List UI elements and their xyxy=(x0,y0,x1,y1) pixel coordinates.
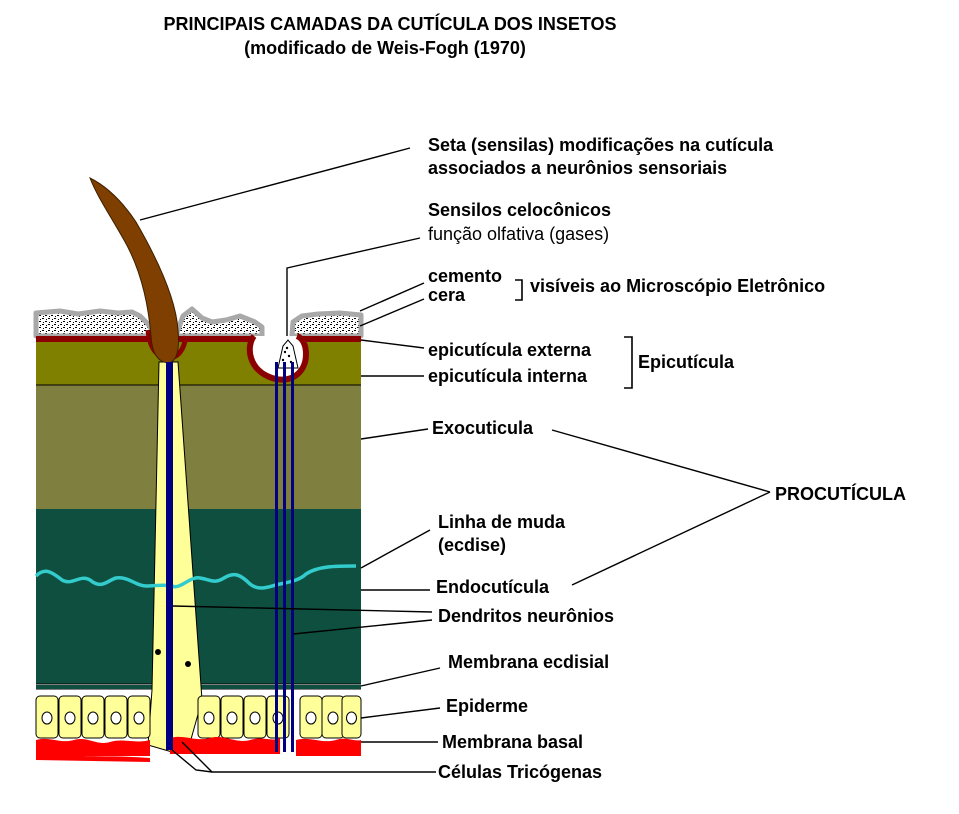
seta-dendrite xyxy=(166,362,173,750)
label-sensilos-desc: função olfativa (gases) xyxy=(428,224,609,244)
label-sensilos-title: Sensilos celocônicos xyxy=(428,200,611,220)
label-linha-muda-2: (ecdise) xyxy=(438,535,506,555)
label-exocuticula: Exocuticula xyxy=(432,418,534,438)
label-membrana-ecdisial: Membrana ecdisial xyxy=(448,652,609,672)
diagram-title: PRINCIPAIS CAMADAS DA CUTÍCULA DOS INSET… xyxy=(163,13,616,34)
label-procuticula: PROCUTÍCULA xyxy=(775,483,906,504)
epidermis-nucleus xyxy=(87,711,99,725)
label-epiderme: Epiderme xyxy=(446,696,528,716)
label-seta-2: associados a neurônios sensoriais xyxy=(428,158,727,178)
label-epi-externa: epicutícula externa xyxy=(428,340,592,360)
label-membrana-basal: Membrana basal xyxy=(442,732,583,752)
label-linha-muda-1: Linha de muda xyxy=(438,512,566,532)
epidermis-nucleus xyxy=(41,711,53,725)
epicuticle-bracket xyxy=(624,336,633,389)
epidermis-nucleus xyxy=(327,711,339,725)
epidermis-nucleus xyxy=(346,711,357,725)
label-seta-1: Seta (sensilas) modificações na cutícula xyxy=(428,135,774,155)
epidermis xyxy=(35,695,362,739)
epidermis-nucleus xyxy=(249,711,261,725)
exocuticle-layer xyxy=(36,385,361,509)
label-cemento: cemento xyxy=(428,266,502,286)
sensillum-dendrites xyxy=(275,362,294,752)
cement-wax-layer xyxy=(33,308,155,339)
label-cera: cera xyxy=(428,285,466,305)
epidermis-nucleus xyxy=(203,711,215,725)
epidermis-nucleus xyxy=(64,711,76,725)
epidermis-nucleus xyxy=(110,711,122,725)
label-epi-interna: epicutícula interna xyxy=(428,366,588,386)
label-microscopio: visíveis ao Microscópio Eletrônico xyxy=(530,276,825,296)
leader-lines xyxy=(139,147,771,773)
epidermis-nucleus xyxy=(133,711,145,725)
label-endocuticula: Endocutícula xyxy=(436,577,550,597)
epicuticle-inner-layer xyxy=(36,341,361,385)
ecdysial-line xyxy=(34,564,357,590)
label-dendritos: Dendritos neurônios xyxy=(438,606,614,626)
label-epicuticula: Epicutícula xyxy=(638,352,735,372)
diagram-subtitle: (modificado de Weis-Fogh (1970) xyxy=(244,38,526,58)
microscope-bracket xyxy=(515,279,523,301)
epidermis-nucleus xyxy=(305,711,317,725)
label-celulas-tricogenas: Células Tricógenas xyxy=(438,762,602,782)
basal-membrane xyxy=(36,738,150,756)
cell-nucleus xyxy=(155,649,161,655)
epicuticle-outer-layer xyxy=(36,336,150,342)
epidermis-nucleus xyxy=(226,711,238,725)
